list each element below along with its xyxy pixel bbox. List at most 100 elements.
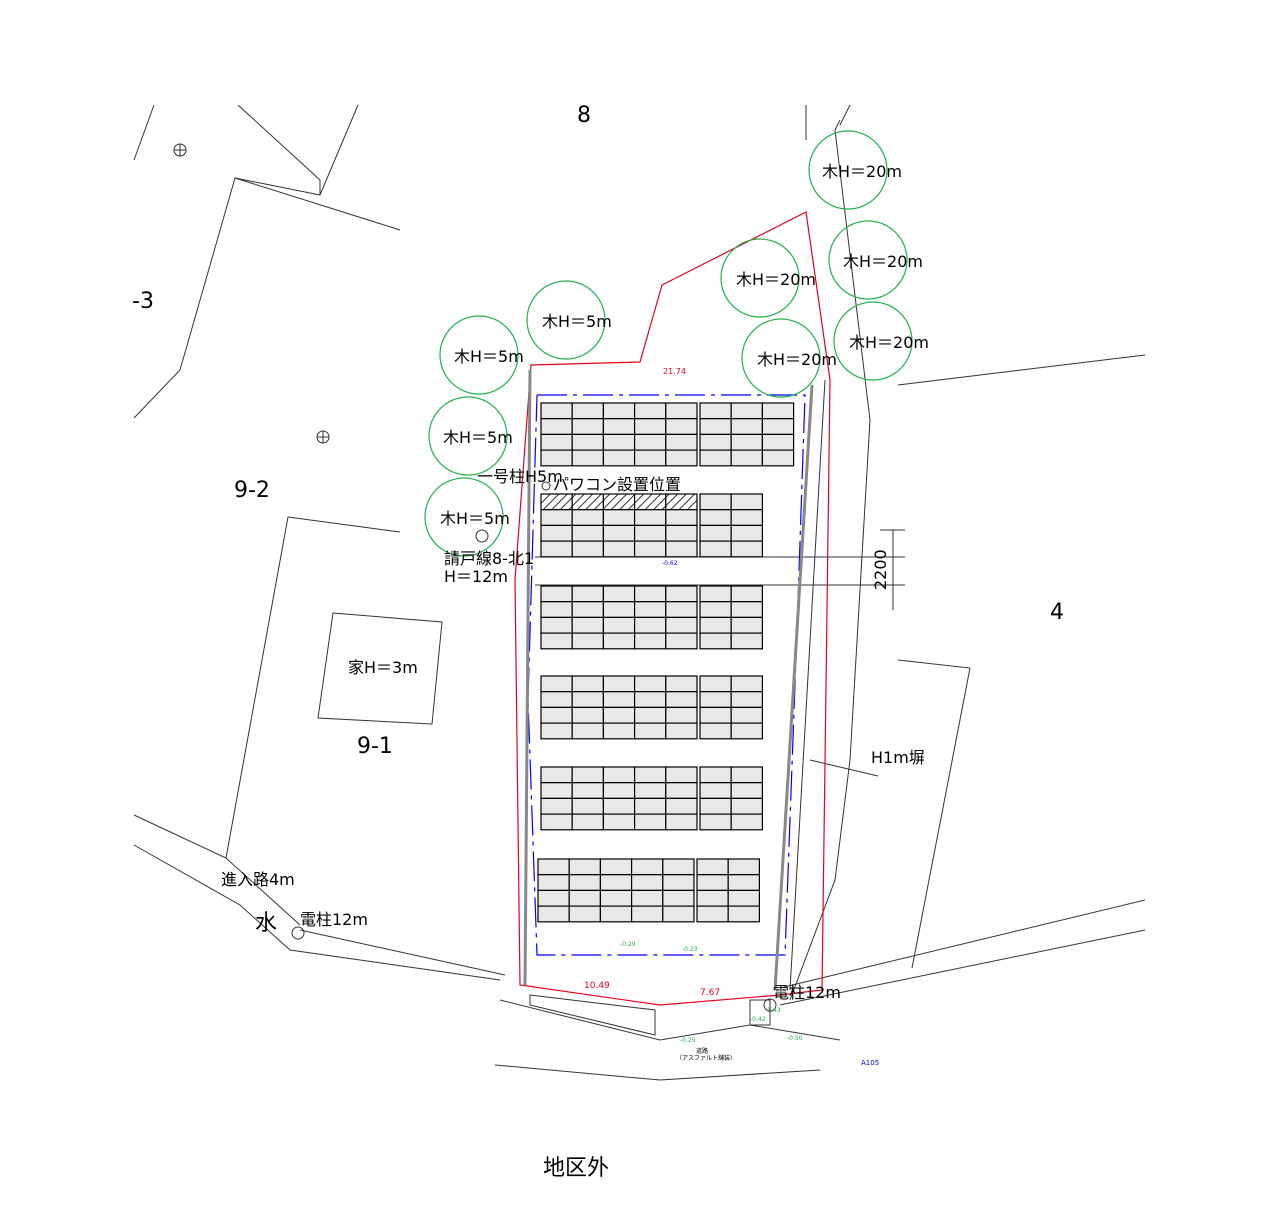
tree-label: 木H＝20m [757,350,837,369]
solar-panel [540,433,573,451]
solar-panel [540,509,573,527]
solar-panel [633,585,667,603]
solar-panel [630,889,664,907]
solar-panel [699,418,732,436]
solar-panel [665,706,698,724]
solar-panel [602,509,636,527]
solar-panel [665,616,698,634]
solar-panel [602,540,636,558]
solar-panel [730,766,764,784]
solar-panel [662,889,695,907]
solar-panel [665,509,698,527]
power-line-label: 請戸線8-北1 [444,549,534,568]
solar-panel [568,889,602,907]
solar-panel [699,601,732,619]
solar-panel [665,632,698,650]
solar-panel [540,632,573,650]
solar-panel [730,813,764,831]
tree-label: 木H＝5m [454,347,524,366]
solar-panel [727,858,761,876]
solar-panel [730,509,764,527]
solar-panel [630,905,664,923]
solar-panel [699,524,732,542]
lot-number-minus3: -3 [132,289,154,314]
solar-panel [571,433,605,451]
pcs-area [571,493,605,511]
pcs-area [665,493,698,511]
solar-panel [568,858,602,876]
pcs-area [602,493,636,511]
solar-panel [540,616,573,634]
solar-panel [696,889,729,907]
solar-panel [665,540,698,558]
solar-panel [633,616,667,634]
survey-point-label: A105 [861,1059,879,1067]
solar-panel [699,509,732,527]
tree-label: 木H＝20m [843,252,923,271]
solar-panel [599,905,633,923]
lot-number-9-1: 9-1 [357,734,393,759]
house-label: 家H＝3m [348,658,418,677]
tree-label: 木H＝20m [736,270,816,289]
solar-panel [571,675,605,693]
solar-panel [602,524,636,542]
solar-panel [602,766,636,784]
solar-panel [665,601,698,619]
solar-panel [537,858,570,876]
solar-panel [730,797,764,815]
solar-panel [699,616,732,634]
solar-panel [540,797,573,815]
solar-panel [571,402,605,420]
solar-panel [602,402,636,420]
water-label: 水 [255,911,277,936]
solar-panel [602,418,636,436]
solar-panel [699,691,732,709]
solar-panel [571,766,605,784]
solar-panel [540,766,573,784]
svg-text:-0.23: -0.23 [682,946,698,953]
svg-text:-0.29: -0.29 [620,941,636,948]
solar-panel [665,418,698,436]
solar-panel [571,797,605,815]
solar-panel [662,905,695,923]
solar-panel [665,433,698,451]
road-label: 道路 [696,1047,708,1055]
solar-panel [602,632,636,650]
solar-panel [571,706,605,724]
solar-panel [571,782,605,800]
solar-panel [730,782,764,800]
solar-panel [665,524,698,542]
solar-panel [602,585,636,603]
svg-text:-0.62: -0.62 [662,560,678,567]
solar-panel [761,449,795,467]
solar-panel [696,874,729,892]
utility-pole-label: 電柱12m [300,910,368,929]
solar-panel [633,797,667,815]
solar-panel [540,402,573,420]
solar-panel [633,813,667,831]
solar-panel [730,449,764,467]
trees: 木H＝20m 木H＝20m 木H＝20m 木H＝20m 木H＝20m 木H＝5m… [424,130,929,557]
solar-panel [730,616,764,634]
power-line-height: H＝12m [444,567,508,586]
solar-panel [665,782,698,800]
solar-panel [571,722,605,740]
solar-panel [730,601,764,619]
solar-panel [699,813,732,831]
solar-panel [540,706,573,724]
solar-panel [633,433,667,451]
solar-panel [568,905,602,923]
solar-panel [665,722,698,740]
solar-panel [730,722,764,740]
svg-text:-1.43: -1.43 [765,1007,781,1014]
solar-panel [602,813,636,831]
solar-panel [571,524,605,542]
solar-panel [602,616,636,634]
solar-panel [699,632,732,650]
lot-lines [133,104,1146,1081]
solar-panel [730,418,764,436]
solar-panel [571,691,605,709]
solar-panel [571,449,605,467]
outside-district-label: 地区外 [543,1156,609,1181]
